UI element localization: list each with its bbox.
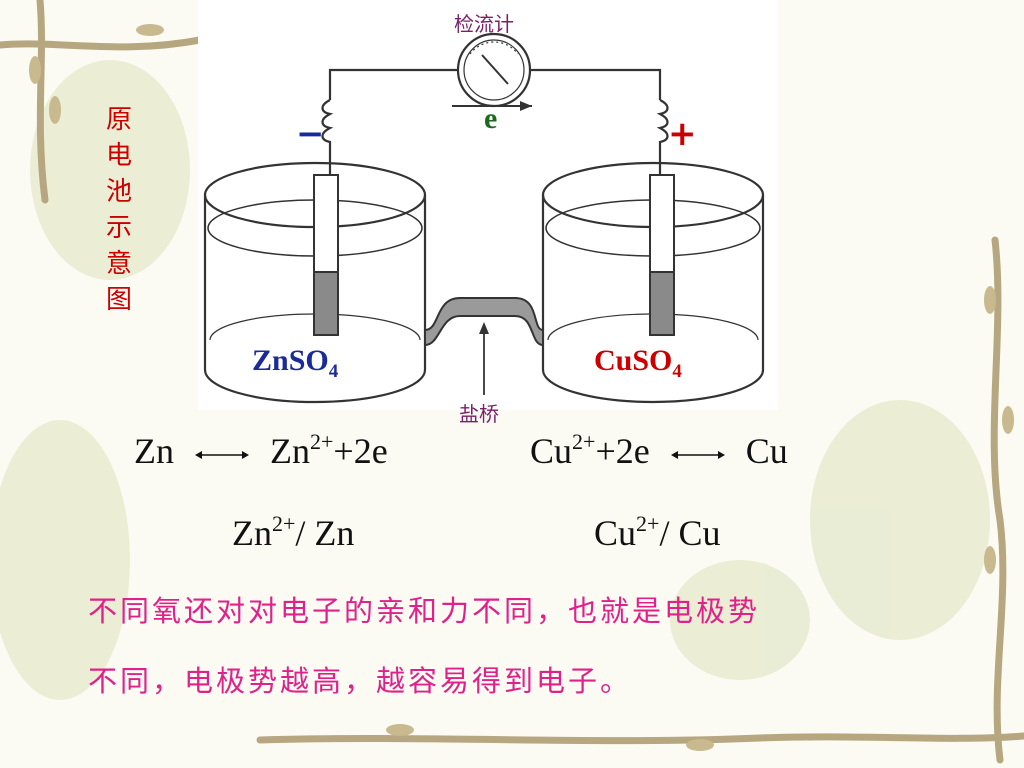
electron-label: e xyxy=(484,102,498,135)
cuso4-label: CuSO4 xyxy=(594,344,682,381)
zinc-couple: Zn2+/ Zn xyxy=(232,512,354,554)
equilibrium-arrow-icon xyxy=(670,450,725,459)
zn-couple-charge: 2+ xyxy=(272,511,296,536)
cu-product: Cu xyxy=(745,431,788,471)
cu-reactant-charge: 2+ xyxy=(572,429,596,454)
side-title-char: 意 xyxy=(105,249,132,279)
salt-bridge xyxy=(424,297,544,347)
zn-product-charge: 2+ xyxy=(310,429,334,454)
side-title-char: 图 xyxy=(105,285,132,315)
cuso4-subscript: 4 xyxy=(672,361,682,382)
side-title-char: 原 xyxy=(105,105,132,135)
cuso4-base: CuSO xyxy=(594,344,673,377)
side-title-char: 示 xyxy=(105,213,132,243)
zn-reactant: Zn xyxy=(134,431,174,471)
zn-couple-base: Zn xyxy=(232,513,272,553)
cu-couple-base: Cu xyxy=(594,513,637,553)
negative-sign: − xyxy=(296,114,325,154)
copper-couple: Cu2+/ Cu xyxy=(594,512,720,554)
zn-product-tail: +2e xyxy=(333,431,388,471)
cu-reactant-base: Cu xyxy=(530,431,573,471)
galvanometer-label: 检流计 xyxy=(454,12,514,36)
positive-sign: + xyxy=(668,114,697,154)
side-title: 原 电 池 示 意 图 xyxy=(101,102,137,318)
note-line-2: 不同，电极势越高，越容易得到电子。 xyxy=(88,664,633,698)
zn-couple-tail: / Zn xyxy=(295,513,355,553)
znso4-base: ZnSO xyxy=(252,344,329,377)
note-line-1: 不同氧还对对电子的亲和力不同，也就是电极势 xyxy=(88,594,761,628)
cu-reactant-tail: +2e xyxy=(595,431,650,471)
galvanometer-needle xyxy=(481,54,509,85)
equilibrium-arrow-icon xyxy=(195,450,249,459)
zinc-half-reaction: Zn Zn2++2e xyxy=(134,430,388,472)
galvanometer xyxy=(456,32,532,108)
cu-couple-tail: / Cu xyxy=(659,513,721,553)
znso4-label: ZnSO4 xyxy=(252,344,338,381)
salt-bridge-label: 盐桥 xyxy=(459,402,499,426)
side-title-char: 池 xyxy=(105,177,132,207)
copper-half-reaction: Cu2++2e Cu xyxy=(530,430,788,472)
znso4-subscript: 4 xyxy=(328,361,339,382)
cu-couple-charge: 2+ xyxy=(636,511,660,536)
zn-product-base: Zn xyxy=(270,431,310,471)
side-title-char: 电 xyxy=(105,141,132,171)
